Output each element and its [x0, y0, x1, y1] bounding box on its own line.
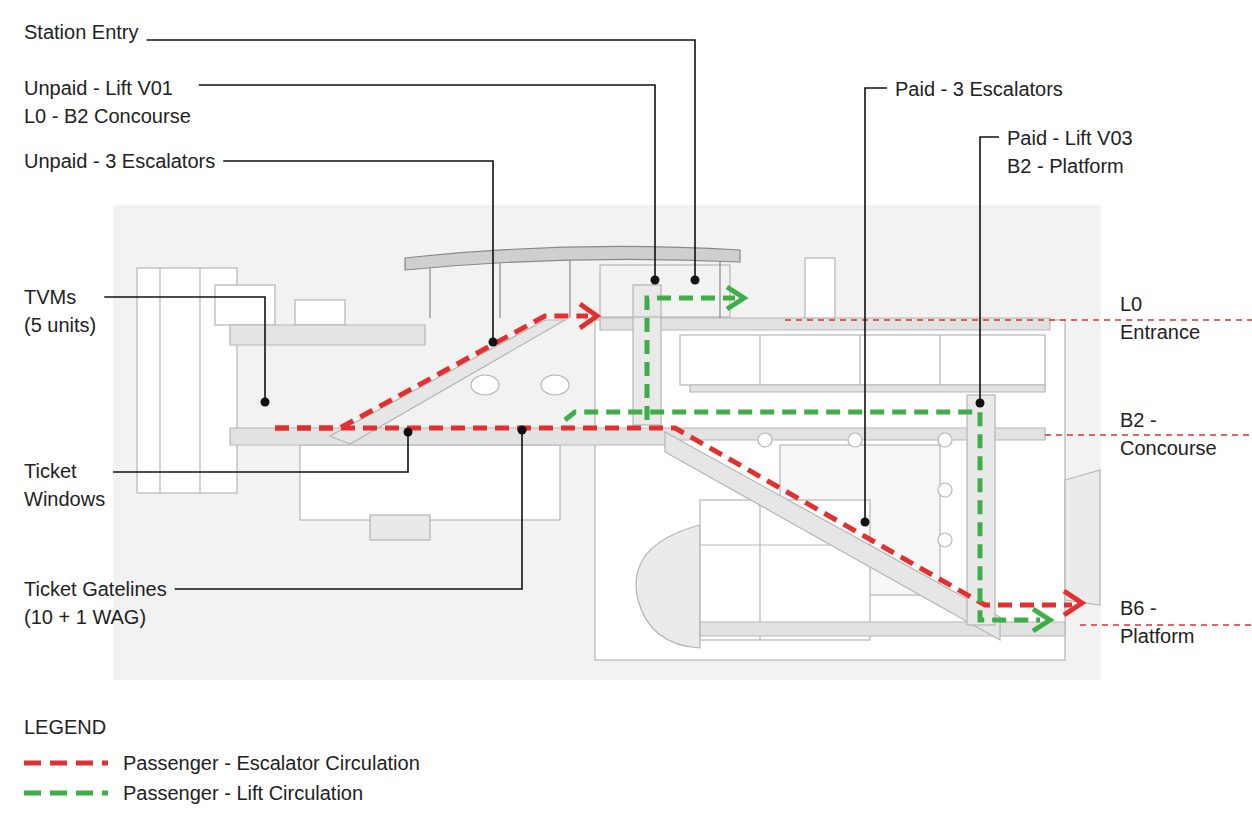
canopy-column	[569, 256, 570, 318]
arrowhead	[727, 287, 744, 309]
leader-dot	[691, 276, 700, 285]
arrowhead	[1033, 609, 1050, 631]
route-arrowheads	[580, 287, 1082, 631]
vent-stack	[805, 258, 835, 318]
building-section	[137, 258, 1100, 660]
arrowhead	[580, 304, 597, 328]
legend-swatch	[24, 791, 108, 796]
legend-title: LEGEND	[24, 713, 106, 741]
leader-dot	[651, 276, 660, 285]
callout-label: Station Entry	[24, 18, 139, 46]
leader-dot	[404, 428, 413, 437]
level-label: B6 - Platform	[1120, 594, 1194, 650]
leader-line	[113, 432, 408, 472]
tunnel-right	[1065, 470, 1100, 605]
callout-label: Paid - 3 Escalators	[895, 75, 1063, 103]
wall-line	[759, 335, 760, 385]
canopy-column	[429, 262, 430, 318]
leader-line	[980, 137, 999, 403]
escalator-band	[665, 432, 1000, 640]
leader-line	[199, 85, 655, 280]
callout-label: Ticket Gatelines (10 + 1 WAG)	[24, 575, 167, 631]
level-line	[785, 319, 1252, 321]
leader-dot	[261, 398, 270, 407]
legend-text: Passenger - Lift Circulation	[123, 779, 363, 807]
footing	[370, 515, 430, 540]
lift-route	[647, 298, 735, 420]
wall-line	[759, 500, 760, 640]
leader-line	[865, 88, 887, 522]
main-box	[595, 320, 1065, 660]
wall-line	[859, 335, 860, 385]
leader-dot	[976, 399, 985, 408]
wall-line	[199, 268, 200, 493]
upper-rooms-right	[680, 335, 1045, 385]
legend-text: Passenger - Escalator Circulation	[123, 749, 420, 777]
leader-dot	[489, 338, 498, 347]
canopy-column	[499, 258, 500, 318]
duct	[938, 533, 952, 547]
leader-line	[223, 161, 493, 342]
level-label: B2 - Concourse	[1120, 406, 1217, 462]
callout-label: Unpaid - Lift V01 L0 - B2 Concourse	[24, 74, 191, 130]
tunnel-bore	[636, 525, 700, 648]
duct	[848, 433, 862, 447]
leader-line	[104, 297, 265, 402]
arrowhead	[1064, 591, 1082, 615]
callout-label: Paid - Lift V03 B2 - Platform	[1007, 124, 1133, 180]
level-label: L0 Entrance	[1120, 290, 1200, 346]
canopy-column	[719, 258, 720, 318]
duct	[471, 375, 499, 395]
legend-swatch	[24, 761, 108, 766]
lower-rooms	[300, 445, 560, 520]
leader-line	[175, 430, 522, 589]
upper-slab	[230, 325, 425, 345]
callout-label: Ticket Windows	[24, 457, 105, 513]
escalator-route	[275, 316, 588, 428]
duct	[758, 433, 772, 447]
upper-room	[215, 285, 275, 325]
duct	[938, 433, 952, 447]
level-lines	[785, 320, 1252, 625]
wall-line	[939, 335, 940, 385]
lower-rooms-right	[700, 500, 870, 640]
callout-label: Unpaid - 3 Escalators	[24, 147, 215, 175]
duct	[938, 483, 952, 497]
balcony	[295, 300, 345, 325]
canopy	[405, 246, 740, 318]
entry-glazing	[600, 265, 730, 317]
wall-line	[159, 268, 160, 493]
leader-dot	[861, 518, 870, 527]
ground-slab	[600, 318, 1050, 330]
escalator-route	[275, 428, 1072, 605]
render-ground	[113, 205, 1101, 680]
leader-dot	[518, 426, 527, 435]
lift-route	[565, 412, 1040, 620]
level-line	[1045, 434, 1252, 436]
duct	[541, 375, 569, 395]
callout-label: TVMs (5 units)	[24, 283, 96, 339]
escalator-band	[330, 320, 565, 444]
canopy-roof	[405, 246, 740, 270]
platform-slab	[700, 622, 1065, 636]
mezzanine-slab	[690, 385, 1045, 392]
leader-line	[147, 40, 695, 280]
circulation-paths	[275, 298, 1072, 620]
